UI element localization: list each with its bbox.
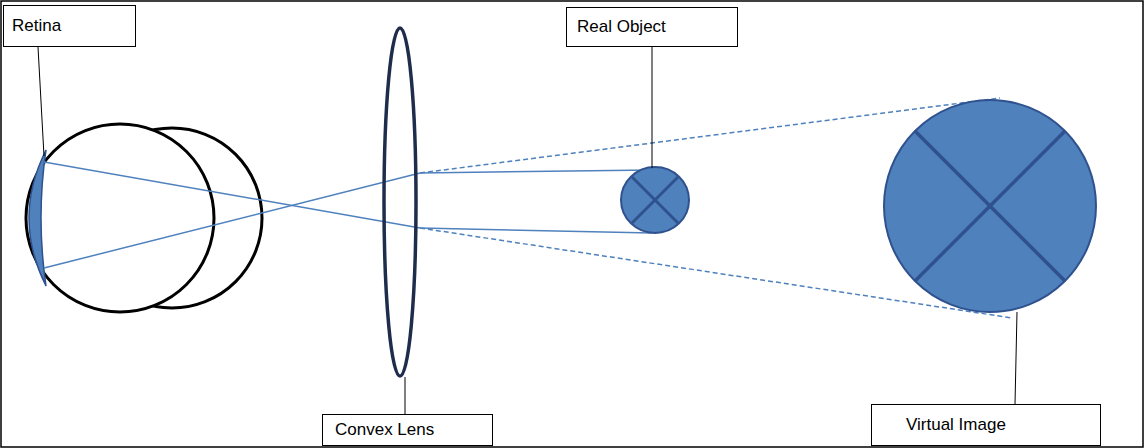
part-label: Virtual Image (906, 415, 1006, 435)
leader-line (652, 47, 653, 168)
virtual-image (884, 100, 1096, 312)
light-ray (420, 228, 652, 233)
eyeball-circle (26, 124, 214, 312)
part-label: Convex Lens (335, 420, 434, 440)
part-label: Retina (12, 16, 61, 36)
label-box: Real Object (566, 7, 738, 47)
light-ray (44, 173, 420, 268)
label-box: Retina (3, 5, 136, 47)
convex-lens (384, 28, 416, 376)
label-box: Virtual Image (871, 404, 1101, 446)
real-object (621, 167, 689, 233)
leader-line (38, 47, 44, 156)
object-cross (632, 177, 678, 223)
image-cross (915, 131, 1065, 281)
light-ray (420, 170, 652, 173)
image-cross (915, 131, 1065, 281)
retina-shape (29, 150, 46, 286)
leader-line (1015, 312, 1017, 404)
label-box: Convex Lens (322, 414, 493, 446)
part-label: Real Object (577, 17, 666, 37)
light-ray (44, 162, 420, 228)
object-cross (632, 177, 678, 223)
leader-line (405, 377, 406, 414)
